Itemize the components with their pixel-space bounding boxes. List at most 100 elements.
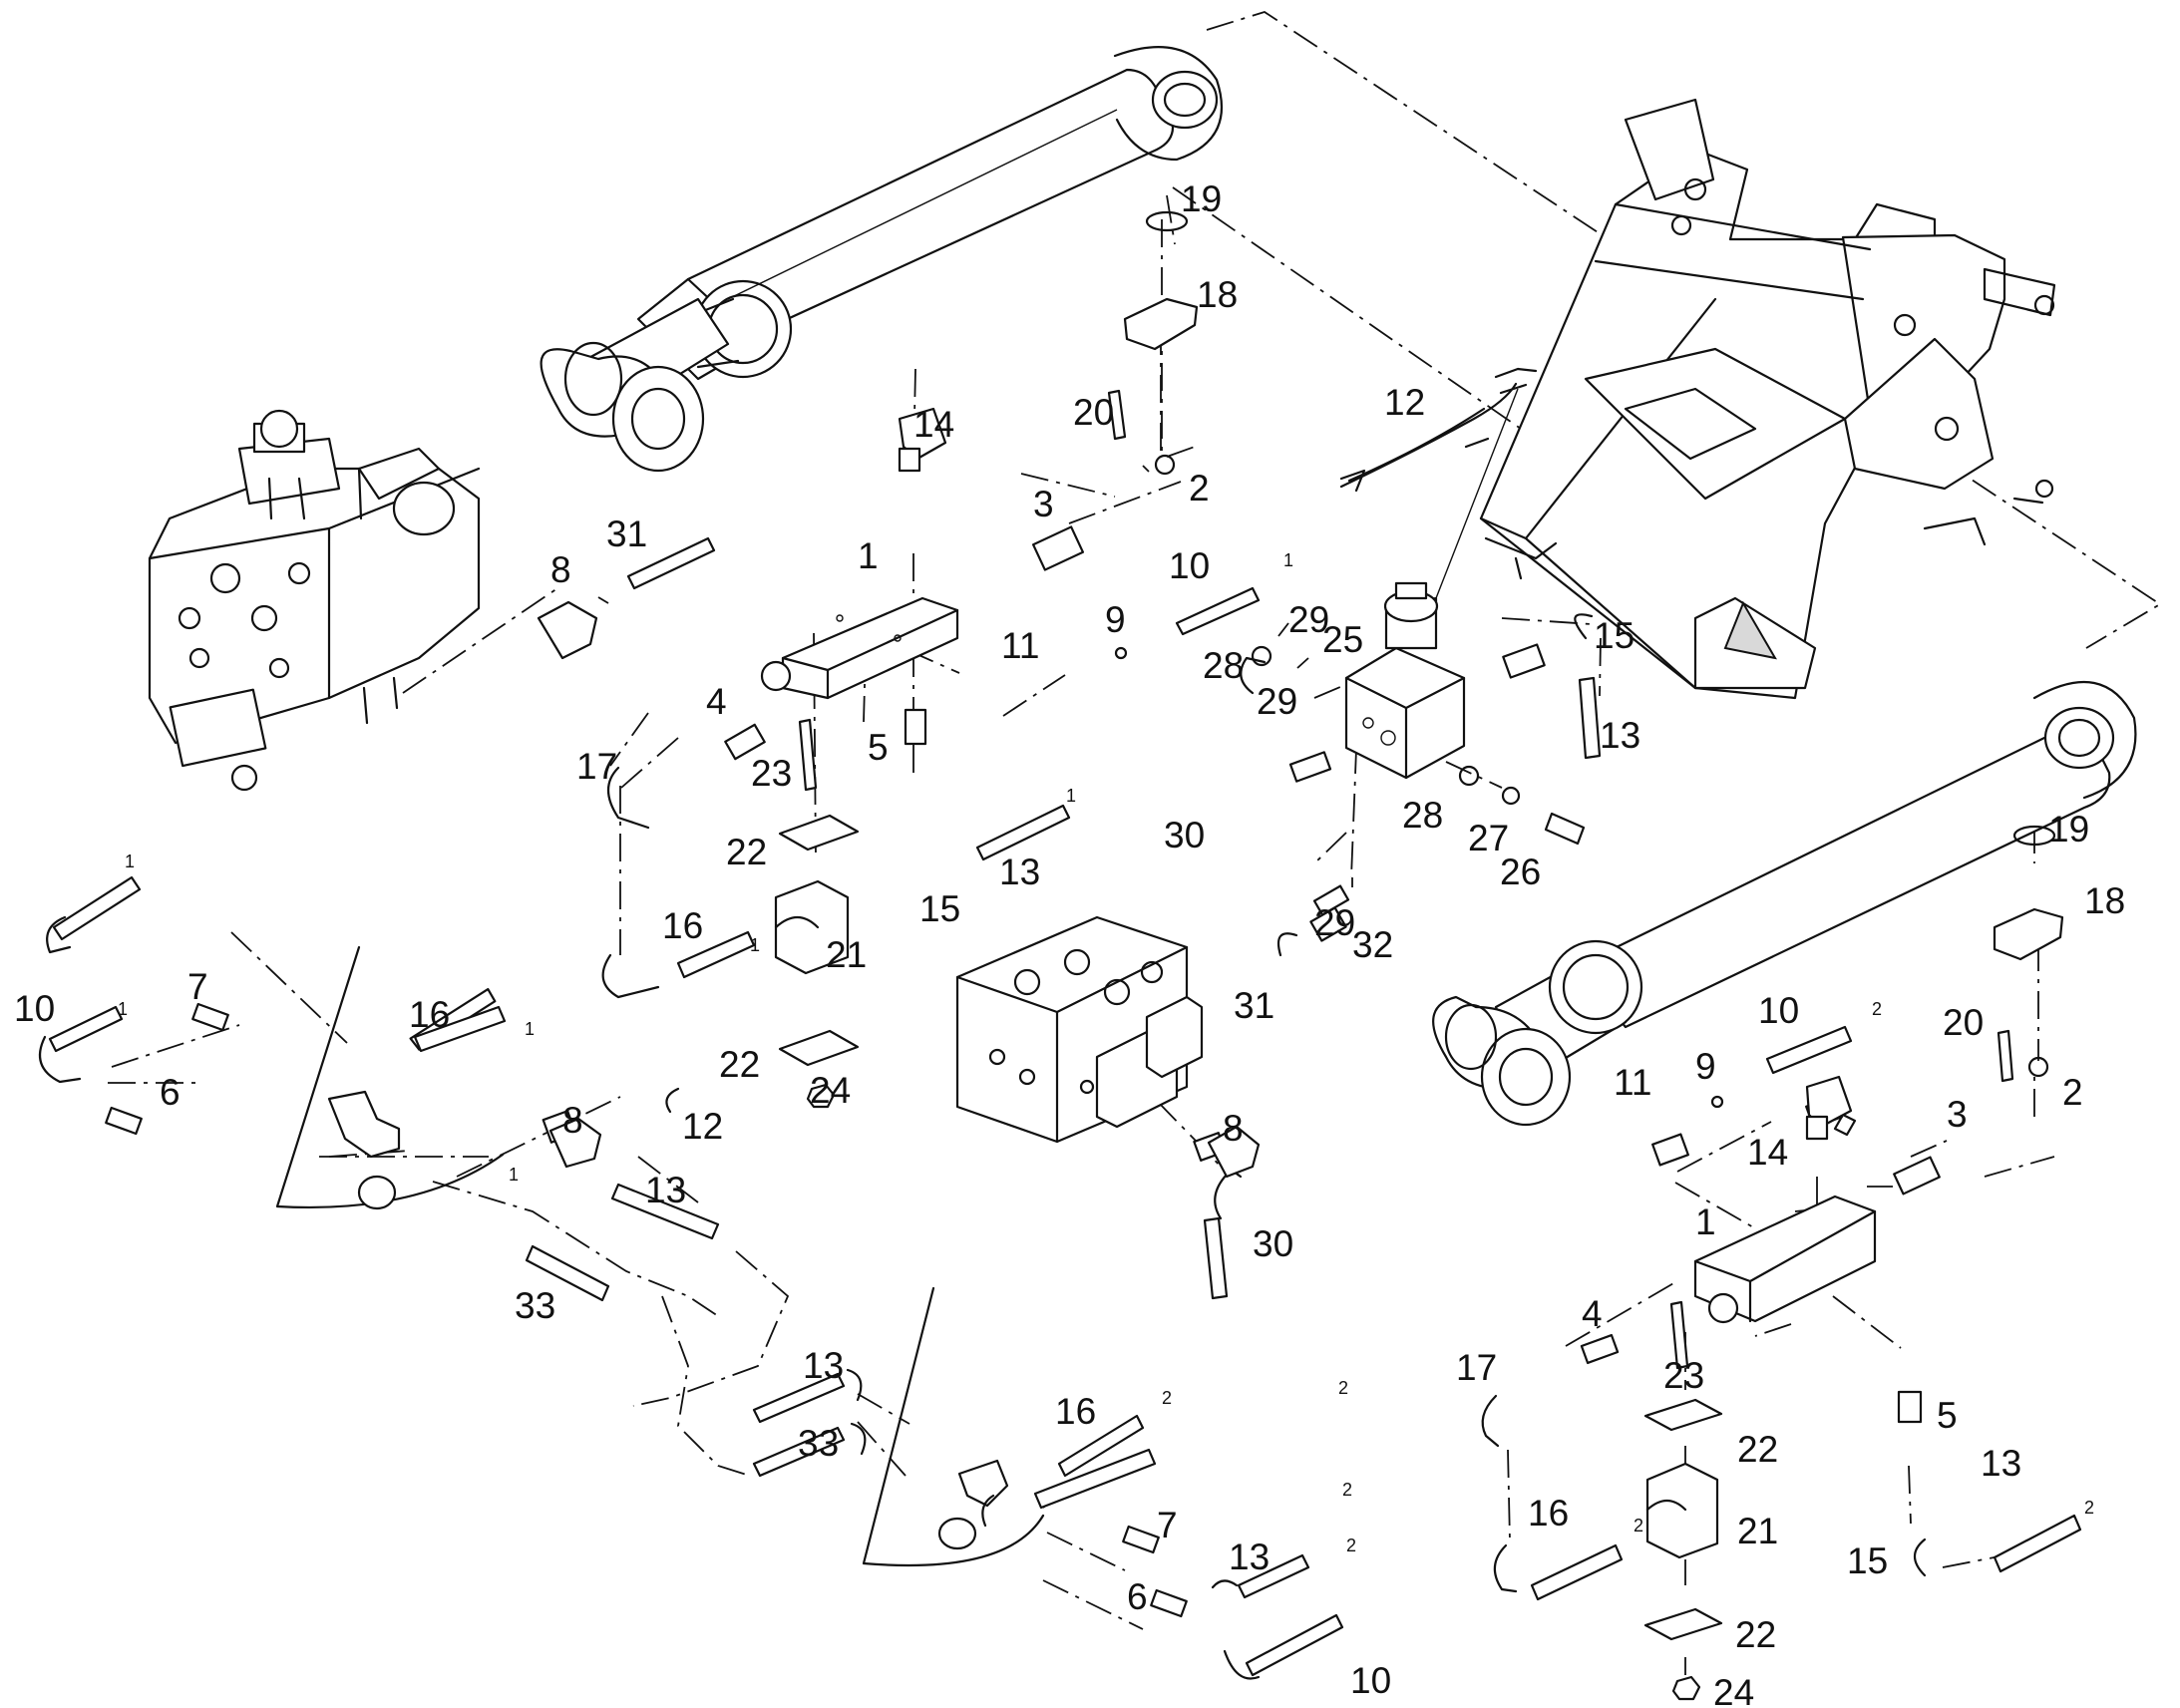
- callout-number: 7: [1157, 1505, 1178, 1545]
- hose-side-superscript: 1: [1066, 786, 1076, 806]
- callout-number: 19: [1181, 178, 1222, 219]
- callout-number: 7: [187, 966, 208, 1007]
- hose-side-superscript: 1: [1283, 550, 1293, 570]
- callout-number: 13: [1229, 1537, 1270, 1577]
- callout-number: 12: [1384, 382, 1425, 423]
- callout-number: 14: [913, 404, 954, 445]
- callout-number: 2: [1189, 468, 1210, 509]
- hose-side-superscript: 2: [1342, 1480, 1352, 1500]
- callout-number: 3: [1033, 484, 1054, 524]
- callout-number: 13: [803, 1345, 844, 1386]
- callout-number: 23: [1663, 1355, 1704, 1396]
- callout-number: 22: [726, 832, 767, 872]
- lift-cylinder-lower: [1432, 680, 2137, 1127]
- hose-side-superscript: 2: [1338, 1378, 1348, 1398]
- hoses-and-fittings: [38, 210, 2082, 1701]
- callout-number: 29: [1257, 681, 1297, 722]
- callout-number: 16: [662, 905, 703, 946]
- callout-number: 20: [1073, 392, 1114, 433]
- valve-block-lower: [1693, 1195, 1877, 1324]
- hose-side-superscript: 1: [118, 999, 128, 1019]
- callout-number: 22: [719, 1044, 760, 1085]
- callout-number: 24: [1713, 1672, 1754, 1708]
- callout-number: 13: [645, 1170, 686, 1210]
- callout-number: 5: [1937, 1395, 1958, 1436]
- callout-number: 15: [1594, 615, 1635, 656]
- callout-number: 12: [682, 1106, 723, 1147]
- callout-number: 13: [1600, 715, 1640, 756]
- callout-number: 25: [1322, 619, 1363, 660]
- callout-number: 15: [919, 888, 960, 929]
- hose-side-superscript: 1: [525, 1019, 535, 1039]
- callout-number: 29: [1314, 902, 1355, 943]
- callout-number: 30: [1253, 1223, 1293, 1264]
- callout-number: 6: [160, 1072, 181, 1113]
- callout-number: 21: [826, 934, 867, 975]
- callout-number: 18: [1197, 274, 1238, 315]
- callout-number: 22: [1735, 1614, 1776, 1655]
- callout-number: 19: [2048, 809, 2089, 850]
- callout-number: 9: [1105, 599, 1126, 640]
- callout-labels: 1234589101114171819202122222324311315162…: [14, 178, 2125, 1708]
- callout-number: 30: [1164, 815, 1205, 855]
- callout-number: 10: [14, 988, 55, 1029]
- valve-block-upper: [760, 596, 959, 700]
- callout-number: 17: [576, 746, 617, 787]
- hose-side-superscript: 2: [1634, 1516, 1643, 1536]
- callout-number: 21: [1737, 1511, 1778, 1551]
- control-valve: [955, 915, 1204, 1144]
- swivel-panels: [275, 945, 1045, 1567]
- callout-number: 16: [1528, 1493, 1569, 1534]
- hose-side-superscript: 2: [1346, 1536, 1356, 1555]
- callout-number: 20: [1943, 1002, 1984, 1043]
- callout-number: 27: [1468, 818, 1509, 858]
- hydraulic-pump: [148, 409, 481, 792]
- loader-frame: [1479, 98, 2056, 700]
- callout-number: 16: [1055, 1391, 1096, 1432]
- callout-number: 10: [1758, 990, 1799, 1031]
- callout-number: 13: [1981, 1443, 2021, 1484]
- callout-number: 8: [1223, 1108, 1244, 1149]
- callout-number: 31: [1234, 985, 1274, 1026]
- callout-number: 10: [1350, 1660, 1391, 1701]
- callout-number: 14: [1747, 1132, 1788, 1173]
- callout-number: 22: [1737, 1429, 1778, 1470]
- wire-harness: [1339, 367, 1538, 599]
- callout-number: 28: [1402, 795, 1443, 836]
- hose-side-superscript: 2: [1872, 999, 1882, 1019]
- callout-number: 24: [810, 1070, 851, 1111]
- hose-side-superscript: 2: [1162, 1388, 1172, 1408]
- hose-side-superscript: 1: [750, 935, 760, 955]
- callout-number: 4: [1582, 1293, 1603, 1334]
- callout-number: 33: [798, 1423, 839, 1464]
- callout-number: 8: [562, 1100, 583, 1141]
- lift-cylinder-top: [540, 46, 1224, 473]
- callout-number: 11: [1001, 625, 1039, 666]
- check-valve-block: [1344, 581, 1466, 780]
- callout-number: 3: [1947, 1094, 1968, 1135]
- callout-number: 8: [550, 549, 571, 590]
- callout-number: 13: [999, 852, 1040, 892]
- callout-number: 23: [751, 753, 792, 794]
- callout-number: 1: [858, 535, 879, 576]
- callout-number: 28: [1203, 645, 1244, 686]
- callout-number: 6: [1127, 1576, 1148, 1617]
- callout-number: 2: [2062, 1072, 2083, 1113]
- callout-number: 5: [868, 727, 889, 768]
- callout-number: 11: [1614, 1062, 1651, 1103]
- callout-number: 29: [1288, 599, 1329, 640]
- callout-number: 1: [1695, 1201, 1716, 1242]
- hose-side-superscript: 2: [2084, 1498, 2094, 1518]
- callout-number: 9: [1695, 1046, 1716, 1087]
- callout-number: 26: [1500, 852, 1541, 892]
- callout-number: 15: [1847, 1540, 1888, 1581]
- callout-number: 31: [606, 513, 647, 554]
- callout-number: 4: [706, 681, 727, 722]
- callout-number: 18: [2084, 880, 2125, 921]
- callout-number: 32: [1352, 924, 1393, 965]
- hose-side-superscript: 1: [509, 1165, 519, 1185]
- callout-number: 10: [1169, 545, 1210, 586]
- hose-side-superscript: 1: [125, 852, 135, 871]
